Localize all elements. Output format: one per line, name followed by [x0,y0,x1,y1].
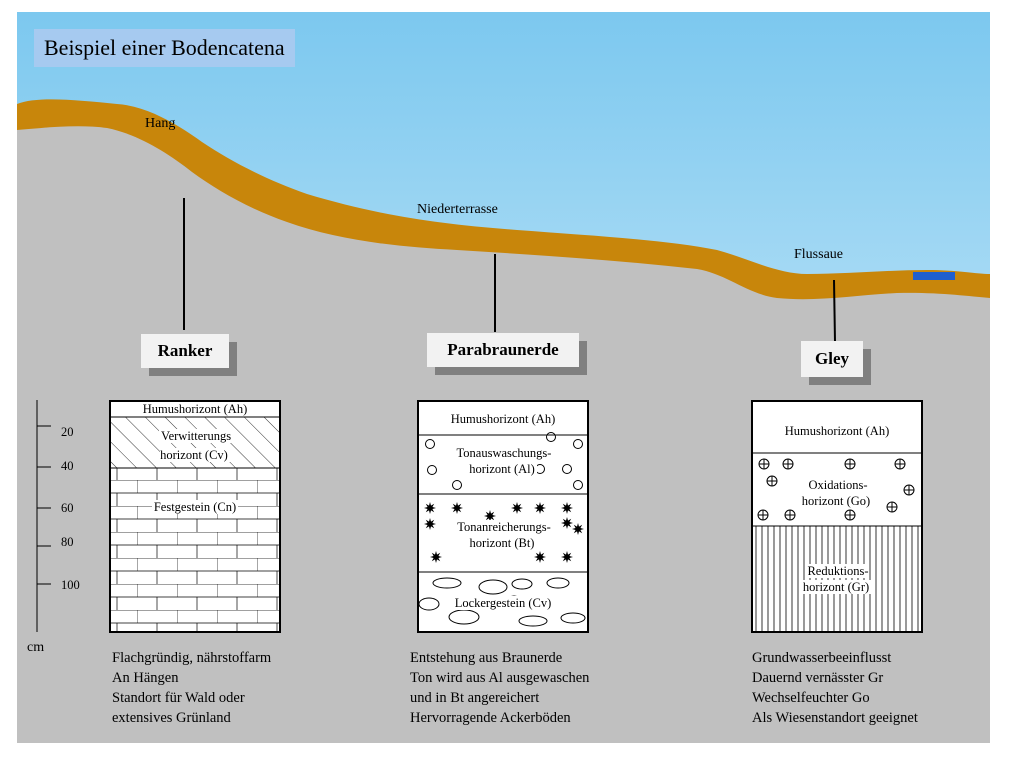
cv-pebble-mark [560,612,586,624]
gley-gr-label: Reduktions- horizont (Gr) [802,564,872,594]
depth-tick-80: 80 [61,535,74,549]
bt-clay-mark [561,551,573,563]
ranker-desc-line: An Hängen [112,670,179,686]
bt-clay-mark [534,502,546,514]
al-circle-mark [573,439,583,449]
ranker-cv-label: Verwitterungs horizont (Cv) [158,429,232,462]
parabraunerde-cv-label: Lockergestein (Cv) [452,596,554,610]
cv-pebble-mark [511,578,533,590]
cv-pebble-mark [546,577,570,589]
parabraunerde-desc-line: und in Bt angereichert [410,690,540,706]
al-circle-mark [425,439,435,449]
parabraunerde-description: Entstehung aus Braunerde Ton wird aus Al… [410,648,589,728]
al-circle-mark [562,464,572,474]
depth-tick-60: 60 [61,501,74,515]
gley-go-label: Oxidations- horizont (Go) [801,478,873,508]
al-circle-mark [427,465,437,475]
cv-pebble-mark [448,609,480,625]
ranker-ah-label: Humushorizont (Ah) [140,402,250,416]
parabraunerde-desc-line: Entstehung aus Braunerde [410,650,563,666]
bt-clay-mark [511,502,523,514]
ranker-desc-line: Flachgründig, nährstoffarm [112,650,272,666]
bt-clay-mark [451,502,463,514]
al-circle-mark [452,480,462,490]
gley-profile [751,400,923,633]
gley-connector [833,279,836,343]
ranker-horizons: Humushorizont (Ah) Verwitterungs horizon… [110,401,280,632]
depth-unit: cm [27,640,45,655]
bt-clay-mark [484,510,496,522]
bt-clay-mark [430,551,442,563]
bt-clay-mark [424,502,436,514]
al-circle-mark [546,432,556,442]
parabraunerde-al-label: Tonauswaschungs- horizont (Al) [454,446,552,476]
gley-desc-line: Grundwasserbeeinflusst [752,650,892,666]
gley-description: Grundwasserbeeinflusst Dauernd vernässte… [752,648,918,728]
gley-horizons: Humushorizont (Ah) Oxidations- horizont … [752,401,922,632]
gley-ah-label: Humushorizont (Ah) [782,424,892,438]
bt-clay-mark [424,518,436,530]
ranker-cn-label: Festgestein (Cn) [151,500,239,514]
bt-clay-mark [561,502,573,514]
ranker-desc-line: Standort für Wald oder [112,690,245,706]
parabraunerde-horizons: Humushorizont (Ah) Tonauswaschungs- hori… [418,401,588,632]
gley-desc-line: Als Wiesenstandort geeignet [752,710,918,726]
cv-pebble-mark [518,615,548,627]
depth-tick-20: 20 [61,425,74,439]
catena-slide: Beispiel einer Bodencatena Hang Niederte… [17,12,990,743]
ranker-badge: Ranker [141,334,229,368]
parabraunerde-desc-line: Hervorragende Ackerböden [410,710,571,726]
label-hang: Hang [145,116,176,131]
soil-surface-band [17,99,990,300]
ranker-desc-line: extensives Grünland [112,710,231,726]
depth-tick-100: 100 [61,578,80,592]
depth-scale [36,400,51,632]
label-flussaue: Flussaue [794,247,843,262]
parabraunerde-profile [417,400,589,633]
slide-title: Beispiel einer Bodencatena [34,29,295,67]
al-circle-mark [573,480,583,490]
parabraunerde-badge: Parabraunerde [427,333,579,367]
ranker-description: Flachgründig, nährstoffarm An Hängen Sta… [112,648,271,728]
gley-desc-line: Dauernd vernässter Gr [752,670,884,686]
river-water [913,272,955,280]
bt-clay-mark [534,551,546,563]
ranker-profile [109,400,281,633]
cv-pebble-mark [432,577,462,589]
bt-clay-mark [561,517,573,529]
parabraunerde-bt-label: Tonanreicherungs- horizont (Bt) [455,520,551,550]
depth-tick-40: 40 [61,459,74,473]
label-niederterrasse: Niederterrasse [417,202,498,217]
gley-desc-line: Wechselfeuchter Go [752,690,870,706]
cv-pebble-mark [478,579,508,595]
bt-clay-mark [572,523,584,535]
parabraunerde-ah-label: Humushorizont (Ah) [448,412,558,426]
parabraunerde-desc-line: Ton wird aus Al ausgewaschen [410,670,590,686]
gley-badge: Gley [801,341,863,377]
